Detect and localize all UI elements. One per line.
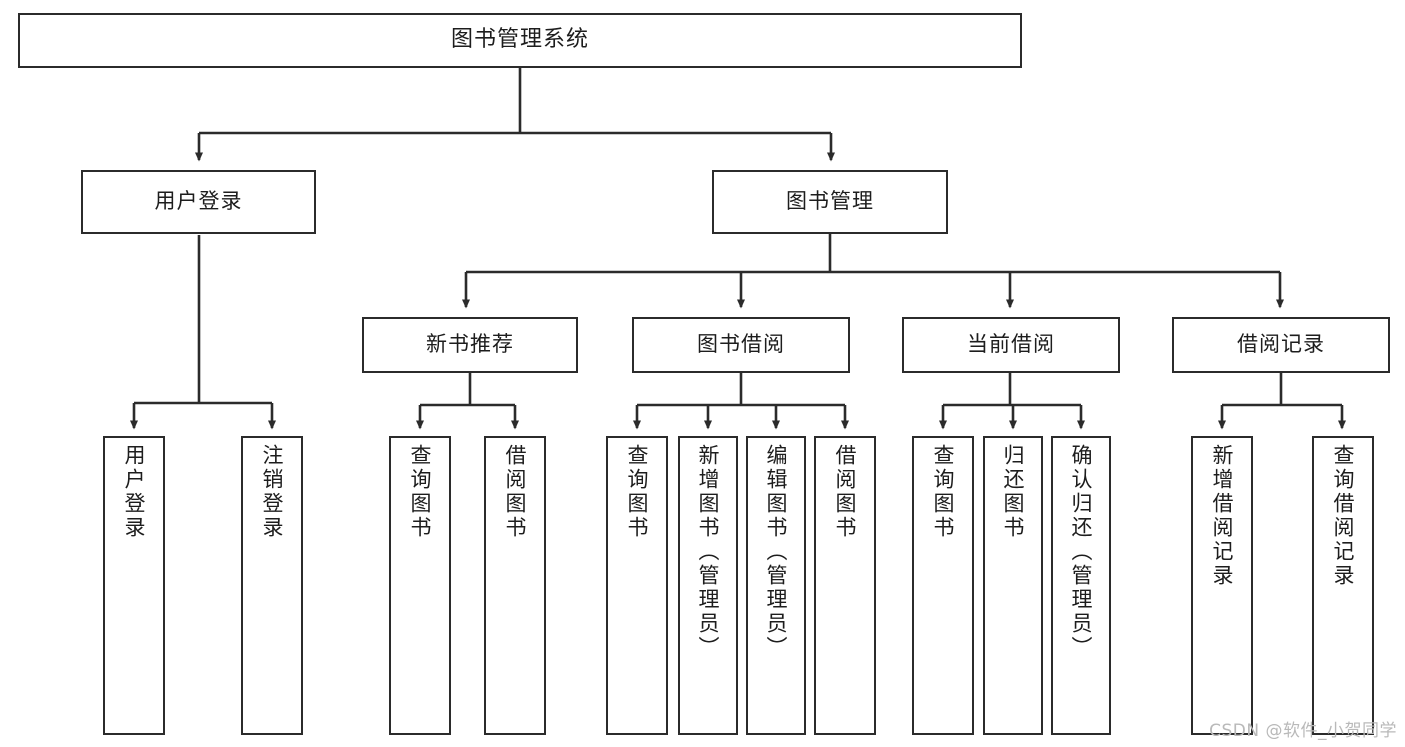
node-leaf-query-record[interactable]: 查询借阅记录 bbox=[1312, 436, 1374, 735]
node-current-borrow-label: 当前借阅 bbox=[967, 332, 1055, 357]
node-leaf-query-book-1[interactable]: 查询图书 bbox=[389, 436, 451, 735]
node-leaf-query-book-2[interactable]: 查询图书 bbox=[606, 436, 668, 735]
node-leaf-query-book-3[interactable]: 查询图书 bbox=[912, 436, 974, 735]
node-leaf-add-record-label: 新增借阅记录 bbox=[1210, 444, 1235, 588]
node-leaf-confirm-return-label: 确认归还（管理员） bbox=[1069, 444, 1094, 660]
node-leaf-edit-book[interactable]: 编辑图书（管理员） bbox=[746, 436, 806, 735]
node-leaf-add-book-label: 新增图书（管理员） bbox=[696, 444, 721, 660]
node-leaf-user-login[interactable]: 用户登录 bbox=[103, 436, 165, 735]
node-book-borrow-label: 图书借阅 bbox=[697, 332, 785, 357]
node-leaf-return-book[interactable]: 归还图书 bbox=[983, 436, 1043, 735]
node-leaf-user-login-label: 用户登录 bbox=[122, 444, 147, 540]
node-leaf-borrow-book-2[interactable]: 借阅图书 bbox=[814, 436, 876, 735]
node-leaf-borrow-book-1[interactable]: 借阅图书 bbox=[484, 436, 546, 735]
node-book-borrow[interactable]: 图书借阅 bbox=[632, 317, 850, 373]
node-borrow-record[interactable]: 借阅记录 bbox=[1172, 317, 1390, 373]
node-user-login-label: 用户登录 bbox=[154, 189, 243, 214]
node-leaf-add-record[interactable]: 新增借阅记录 bbox=[1191, 436, 1253, 735]
node-leaf-borrow-book-2-label: 借阅图书 bbox=[833, 444, 858, 540]
node-book-manage-label: 图书管理 bbox=[786, 189, 874, 214]
node-book-manage[interactable]: 图书管理 bbox=[712, 170, 948, 234]
node-leaf-query-book-3-label: 查询图书 bbox=[931, 444, 956, 540]
node-new-book-rec-label: 新书推荐 bbox=[426, 332, 514, 357]
node-new-book-rec[interactable]: 新书推荐 bbox=[362, 317, 578, 373]
node-leaf-confirm-return[interactable]: 确认归还（管理员） bbox=[1051, 436, 1111, 735]
node-current-borrow[interactable]: 当前借阅 bbox=[902, 317, 1120, 373]
node-leaf-query-record-label: 查询借阅记录 bbox=[1331, 444, 1356, 588]
node-root-label: 图书管理系统 bbox=[450, 27, 589, 53]
node-leaf-edit-book-label: 编辑图书（管理员） bbox=[764, 444, 789, 660]
node-leaf-add-book[interactable]: 新增图书（管理员） bbox=[678, 436, 738, 735]
node-leaf-logout[interactable]: 注销登录 bbox=[241, 436, 303, 735]
node-root[interactable]: 图书管理系统 bbox=[18, 13, 1022, 68]
node-leaf-query-book-1-label: 查询图书 bbox=[408, 444, 433, 540]
node-user-login[interactable]: 用户登录 bbox=[81, 170, 316, 234]
node-leaf-query-book-2-label: 查询图书 bbox=[625, 444, 650, 540]
node-borrow-record-label: 借阅记录 bbox=[1237, 332, 1325, 357]
node-leaf-borrow-book-1-label: 借阅图书 bbox=[503, 444, 528, 540]
node-leaf-return-book-label: 归还图书 bbox=[1001, 444, 1026, 540]
node-leaf-logout-label: 注销登录 bbox=[260, 444, 285, 540]
